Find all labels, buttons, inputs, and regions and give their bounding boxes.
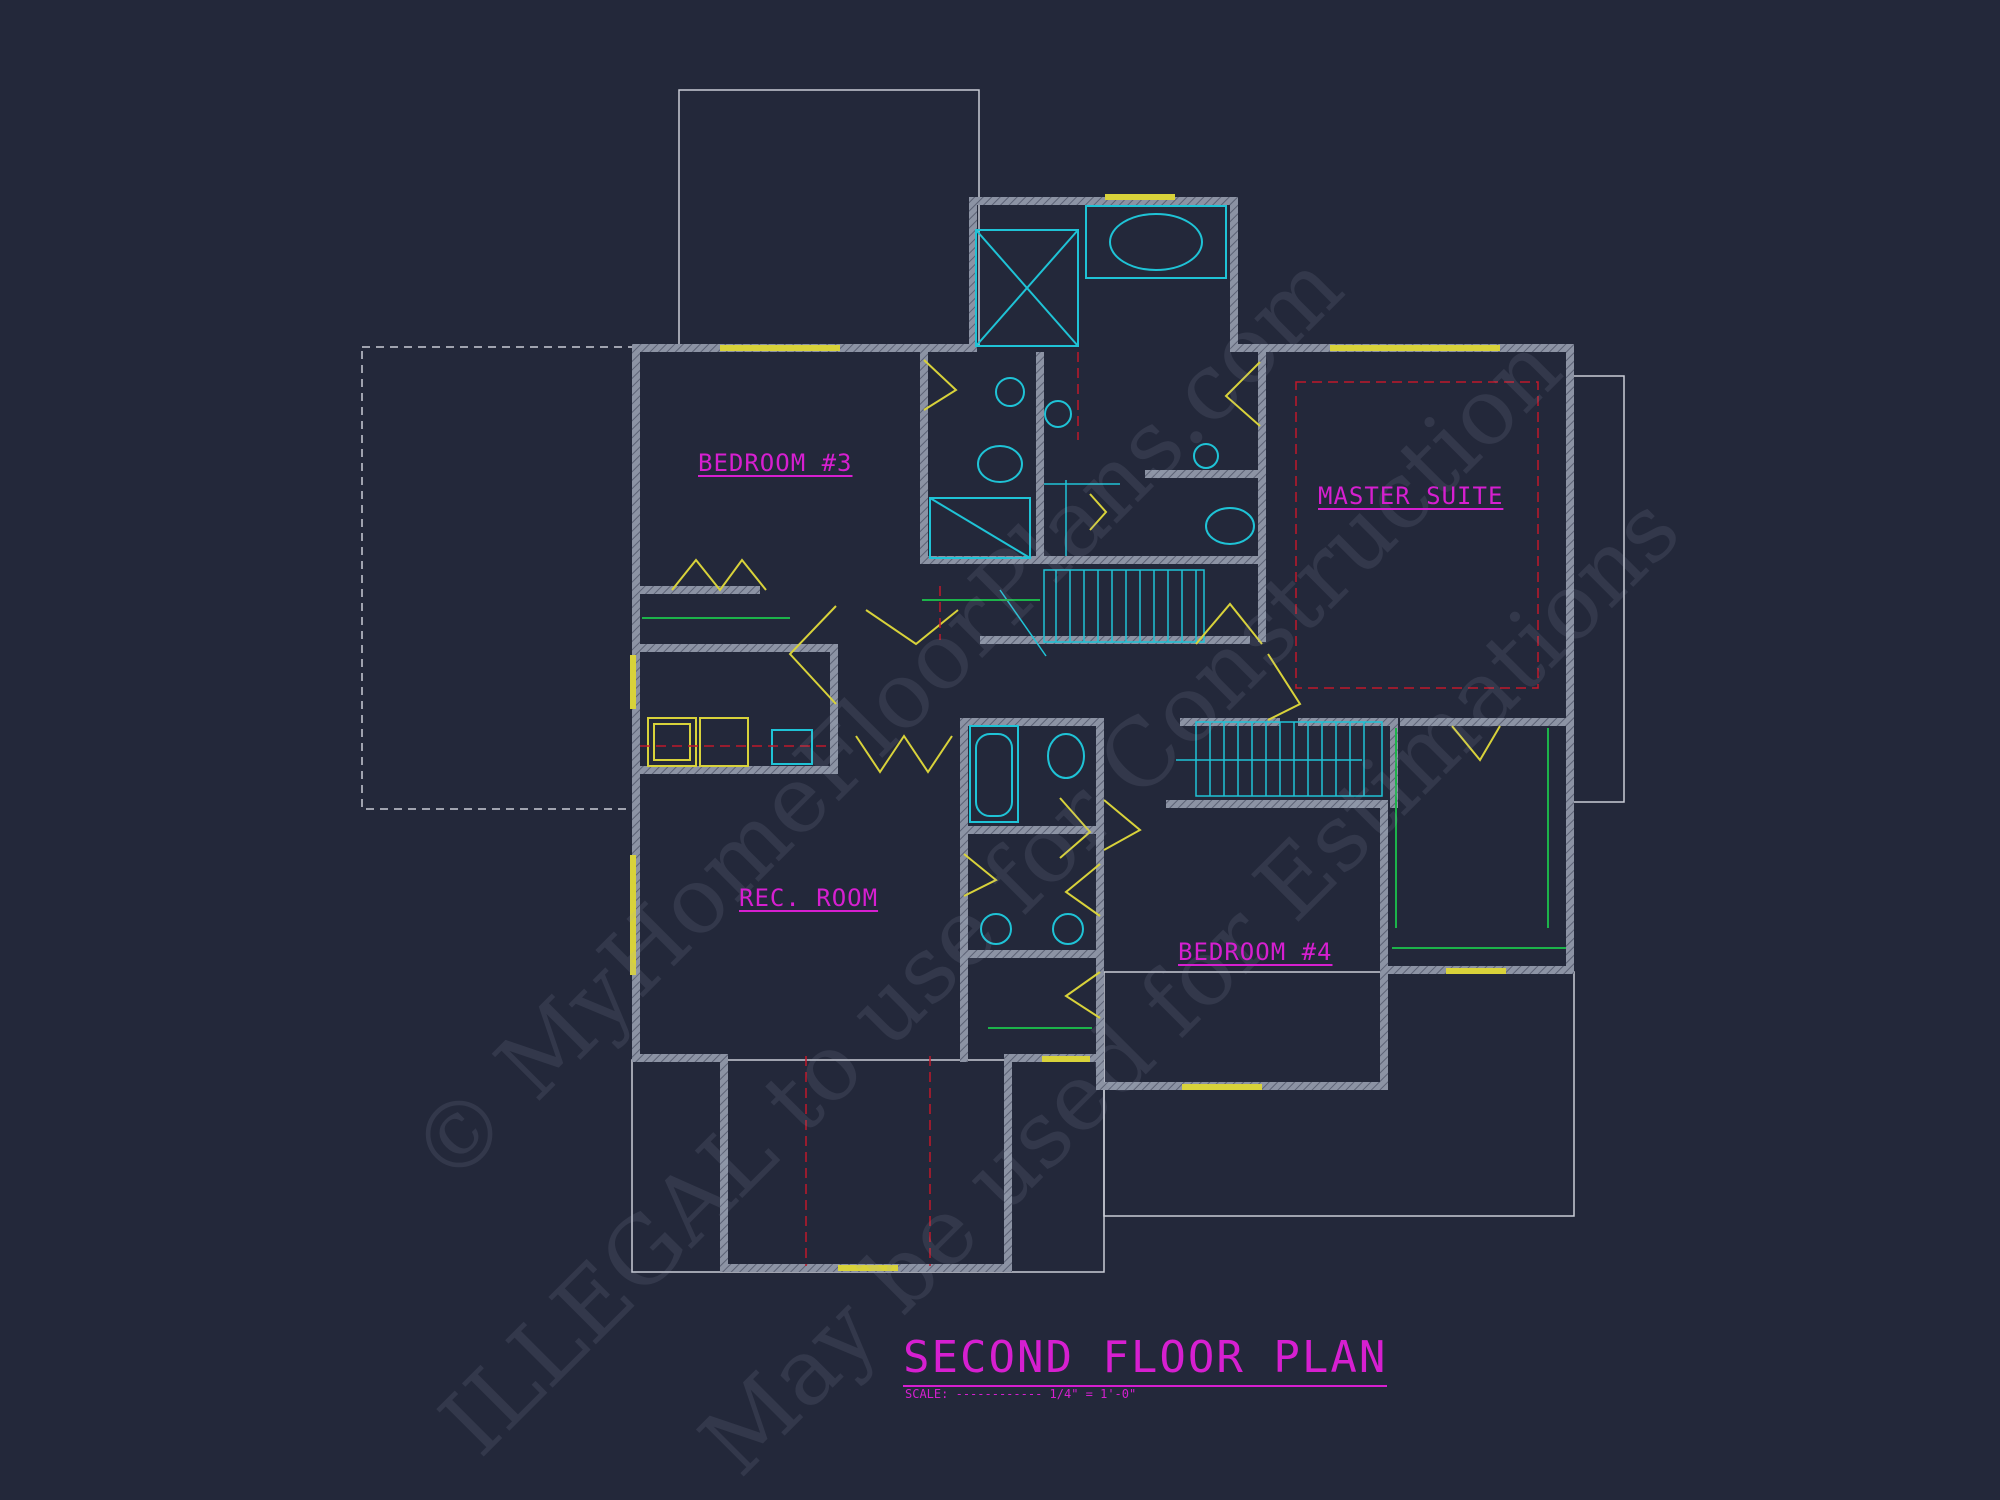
scale-value: 1/4" = 1'-0" [1049,1387,1137,1401]
stair-railing [1044,480,1120,556]
scale-label: SCALE: [905,1387,949,1401]
tub-master [1085,205,1227,279]
room-label-bedroom-4: BEDROOM #4 [1178,938,1333,966]
windows [630,194,1506,1271]
room-label-master-suite: MASTER SUITE [1318,482,1504,510]
closet-shelving [642,599,1566,1029]
lower-right-porch [1103,971,1575,1217]
stairs [999,569,1383,797]
ceiling-dashed-lines [640,352,1539,1266]
bath-fixtures [929,205,1255,945]
laundry-appliances [647,717,813,767]
upper-roof-outline [678,89,980,346]
plan-scale: SCALE: ------------ 1/4" = 1'-0" [905,1387,1136,1401]
room-label-rec-room: REC. ROOM [739,884,879,912]
left-roof-outline [361,346,635,810]
walls [632,197,1574,1272]
scale-dashes: ------------ [955,1387,1043,1401]
plan-title: SECOND FLOOR PLAN [903,1332,1388,1387]
exterior-outlines [361,89,1625,1273]
tub-hall [969,725,1019,823]
shower [975,229,1079,347]
room-label-bedroom-3: BEDROOM #3 [698,449,853,477]
right-porch-outline [1571,375,1625,803]
doors [671,359,1501,1019]
lower-left-porch [631,1059,1105,1273]
